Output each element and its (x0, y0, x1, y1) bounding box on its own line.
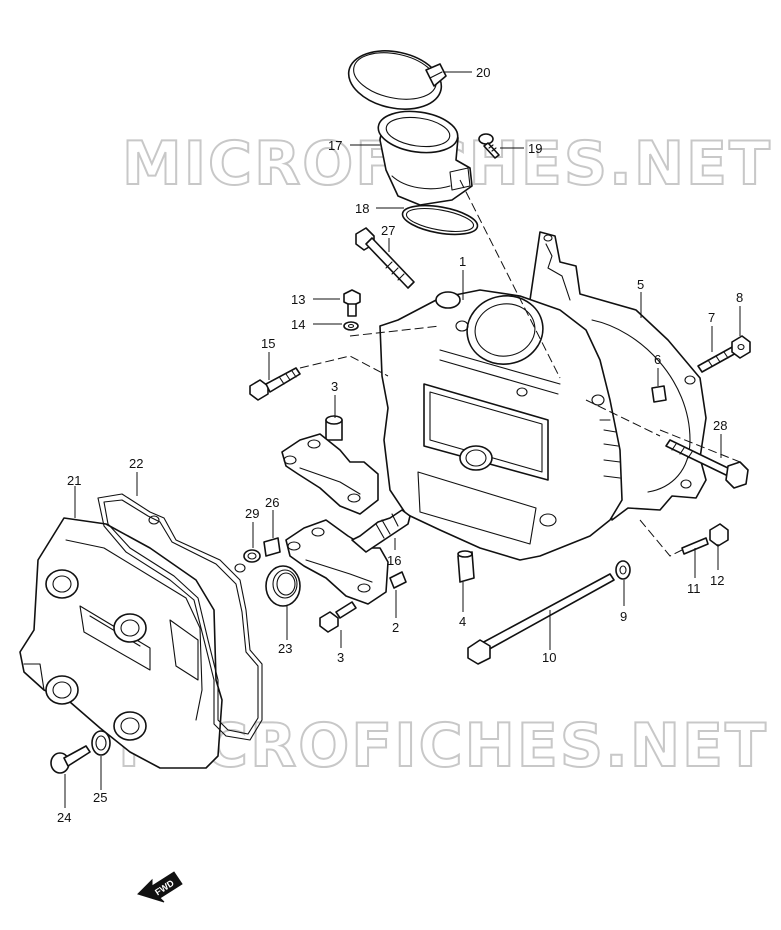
cam-holder-upper (281, 433, 379, 515)
intake-pipe (377, 110, 473, 206)
cover-gasket (97, 493, 263, 741)
cam-holder-lower (285, 519, 389, 605)
callout-6: 6 (654, 352, 661, 367)
callout-4: 4 (459, 614, 466, 629)
bolt-10 (467, 573, 615, 665)
callout-16: 16 (387, 553, 401, 568)
callout-9: 9 (620, 609, 627, 624)
nut-12 (709, 523, 729, 547)
bolt-15 (249, 367, 301, 401)
bolt-24 (50, 745, 91, 774)
dowel-pin-2 (389, 571, 407, 589)
grommet-25 (91, 730, 111, 756)
bolt-27 (355, 227, 415, 289)
leader-lines (64, 71, 741, 808)
callout-20: 20 (476, 65, 490, 80)
callout-17: 17 (328, 138, 342, 153)
callout-11: 11 (687, 581, 701, 596)
callout-3-lower: 3 (337, 650, 344, 665)
callout-3-upper: 3 (331, 379, 338, 394)
callout-labels: 20 17 19 18 27 1 13 14 15 3 5 8 7 6 28 1… (57, 65, 743, 825)
callout-26: 26 (265, 495, 279, 510)
cylinder-head (379, 289, 623, 561)
callout-22: 22 (129, 456, 143, 471)
spark-plug (351, 509, 411, 553)
bolt-3-lower (319, 601, 357, 633)
washer-14 (343, 321, 359, 331)
bolt-13 (343, 289, 361, 317)
washer-9 (615, 560, 631, 580)
intake-o-ring (401, 204, 479, 236)
callout-29: 29 (245, 506, 259, 521)
intake-screw (478, 133, 500, 159)
bolt-28 (665, 439, 749, 489)
callout-13: 13 (291, 292, 305, 307)
callout-7: 7 (708, 310, 715, 325)
washer-29 (243, 549, 261, 563)
callout-21: 21 (67, 473, 81, 488)
hose-clamp (347, 50, 447, 110)
oil-seal (265, 565, 301, 607)
nut-8 (731, 335, 751, 359)
callout-18: 18 (355, 201, 369, 216)
forward-arrow-icon: FWD (137, 871, 183, 903)
callout-2: 2 (392, 620, 399, 635)
bushing-3-upper (325, 415, 343, 441)
watermark-bottom: MICROFICHES.NET (118, 711, 768, 781)
dowel-6 (651, 385, 667, 403)
callout-1: 1 (459, 254, 466, 269)
callout-28: 28 (713, 418, 727, 433)
callout-12: 12 (710, 573, 724, 588)
callout-8: 8 (736, 290, 743, 305)
assembly-lines (299, 179, 741, 557)
callout-15: 15 (261, 336, 275, 351)
callout-27: 27 (381, 223, 395, 238)
cylinder-head-cover (19, 517, 223, 769)
bolt-11 (681, 537, 709, 555)
pin-26 (263, 537, 281, 557)
callout-14: 14 (291, 317, 305, 332)
callout-24: 24 (57, 810, 71, 825)
callout-19: 19 (528, 141, 542, 156)
callout-23: 23 (278, 641, 292, 656)
callout-5: 5 (637, 277, 644, 292)
callout-25: 25 (93, 790, 107, 805)
callout-10: 10 (542, 650, 556, 665)
dowel-4 (457, 550, 475, 583)
